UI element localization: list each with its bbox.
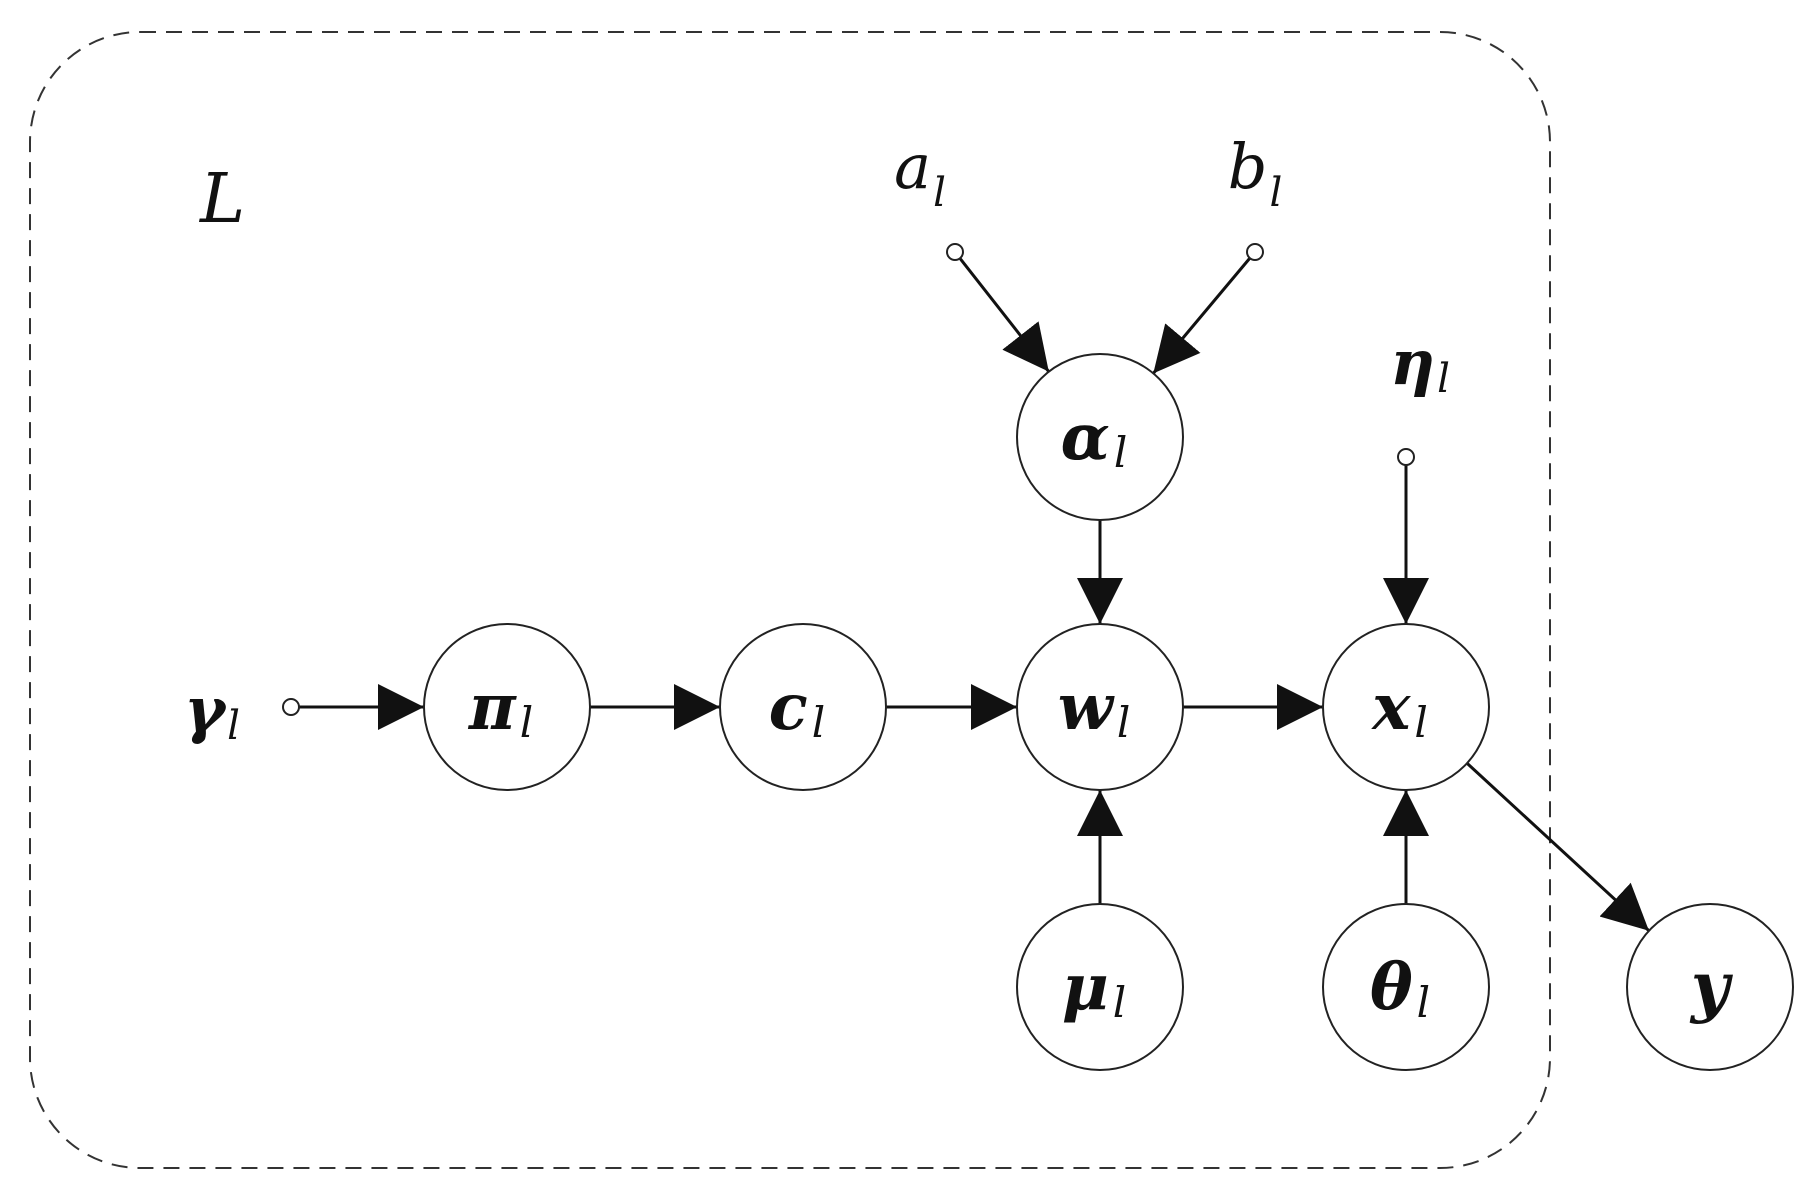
node-x-subscript: l <box>1414 698 1427 747</box>
node-theta: θl <box>1322 903 1490 1071</box>
node-w-subscript: l <box>1117 698 1130 747</box>
node-pi: πl <box>423 623 591 791</box>
edge-b-to-alpha <box>1152 257 1252 375</box>
node-mu-subscript: l <box>1113 978 1126 1027</box>
node-c: cl <box>719 623 887 791</box>
hyper-gamma-label: γl <box>184 673 240 749</box>
node-c-symbol: c <box>769 670 808 745</box>
node-w: wl <box>1016 623 1184 791</box>
svg-text:μl: μl <box>1062 950 1126 1027</box>
svg-text:πl: πl <box>468 670 533 747</box>
edges <box>299 257 1650 932</box>
node-w-symbol: w <box>1058 670 1115 745</box>
svg-text:θl: θl <box>1370 950 1430 1027</box>
node-y: y <box>1626 903 1794 1071</box>
node-x-symbol: x <box>1370 670 1411 745</box>
node-alpha-symbol: α <box>1061 400 1110 475</box>
node-theta-symbol: θ <box>1370 950 1413 1025</box>
node-mu: μl <box>1016 903 1184 1071</box>
hyper-gamma-dot <box>282 698 300 716</box>
hyper-eta-label: ηl <box>1390 326 1450 402</box>
svg-text:xl: xl <box>1370 670 1428 747</box>
svg-text:cl: cl <box>769 670 825 747</box>
hyper-b-label: bl <box>1228 130 1283 216</box>
hyper-a-dot <box>946 243 964 261</box>
edge-a-to-alpha <box>958 257 1050 373</box>
node-theta-subscript: l <box>1417 978 1430 1027</box>
node-alpha: αl <box>1016 353 1184 521</box>
node-pi-subscript: l <box>520 698 533 747</box>
plate-label: L <box>198 160 245 239</box>
plate-L <box>29 31 1551 1169</box>
svg-text:wl: wl <box>1058 670 1131 747</box>
node-mu-symbol: μ <box>1062 950 1109 1025</box>
hyper-b-dot <box>1246 243 1264 261</box>
node-x: xl <box>1322 623 1490 791</box>
node-alpha-subscript: l <box>1114 428 1127 477</box>
node-pi-symbol: π <box>468 670 517 745</box>
node-y-symbol: y <box>1689 947 1734 1025</box>
node-c-subscript: l <box>812 698 825 747</box>
hyper-a-label: al <box>894 130 946 216</box>
svg-text:αl: αl <box>1061 400 1128 477</box>
hyper-eta-dot <box>1397 448 1415 466</box>
edge-x-to-y <box>1466 762 1650 932</box>
